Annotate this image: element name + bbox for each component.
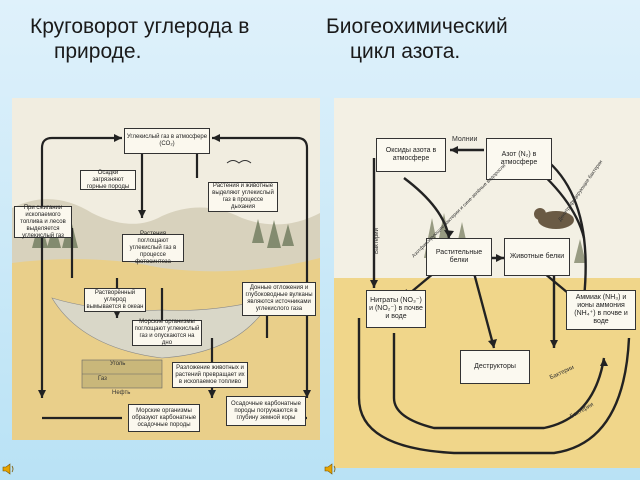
nitrogen-title-line1: Биогеохимический	[326, 15, 508, 38]
bacteria-label-left: Бактерии	[374, 227, 381, 255]
carbon-title: Круговорот углерода в природе.	[30, 14, 249, 64]
nitrogen-oxides-box: Оксиды азота в атмосфере	[376, 138, 446, 172]
animal-proteins-box: Животные белки	[504, 238, 570, 276]
marine-organisms-box: Морские организмы образуют карбонатные о…	[128, 404, 200, 432]
burning-box: При сжигании ископаемого топлива и лесов…	[14, 205, 72, 239]
lightning-label: Молнии	[452, 136, 478, 143]
speaker-icon[interactable]	[324, 462, 338, 476]
coal-label: Уголь	[110, 361, 126, 367]
nitrogen-title: Биогеохимический цикл азота.	[326, 14, 508, 64]
photosynthesis-box: Растения поглощают углекислый газ в проц…	[122, 231, 184, 265]
oil-label: Нефть	[112, 390, 131, 396]
nitrogen-atmosphere-box: Азот (N₂) в атмосфере	[486, 138, 552, 180]
nitrogen-cycle-diagram: Молнии Оксиды азота в атмосфере Азот (N₂…	[334, 98, 640, 468]
fossil-fuel-box: Разложение животных и растений превращае…	[172, 362, 248, 388]
plant-proteins-box: Растительные белки	[426, 238, 492, 276]
nitrates-box: Нитраты (NO₃⁻) и (NO₂⁻) в почве и воде	[366, 290, 426, 328]
destructors-box: Деструкторы	[460, 350, 530, 384]
deep-sea-box: Донные отложения и глубоководные вулканы…	[242, 282, 316, 316]
nitrogen-title-line2: цикл азота.	[350, 40, 461, 64]
carbonate-rocks-box: Осадочные карбонатные породы погружаются…	[226, 396, 306, 426]
sea-organisms-box: Морские организмы поглощают углекислый г…	[132, 319, 202, 346]
carbon-atmosphere-box: Углекислый газ в атмосфере (CO₂)	[124, 128, 210, 154]
carbon-title-line2: природе.	[54, 40, 142, 64]
ammonia-box: Аммиак (NH₃) и ионы аммония (NH₄⁺) в поч…	[566, 290, 636, 330]
sediments-box: Осадки загрязняют горные породы	[80, 170, 136, 190]
carbon-cycle-diagram: Углекислый газ в атмосфере (CO₂) Осадки …	[12, 98, 320, 440]
gas-label: Газ	[98, 376, 107, 382]
dissolved-carbon-box: Растворённый углерод вымывается в океан	[84, 288, 146, 312]
speaker-icon[interactable]	[2, 462, 16, 476]
respiration-box: Растения и животные выделяют углекислый …	[208, 182, 278, 212]
carbon-title-line1: Круговорот углерода в	[30, 15, 250, 38]
